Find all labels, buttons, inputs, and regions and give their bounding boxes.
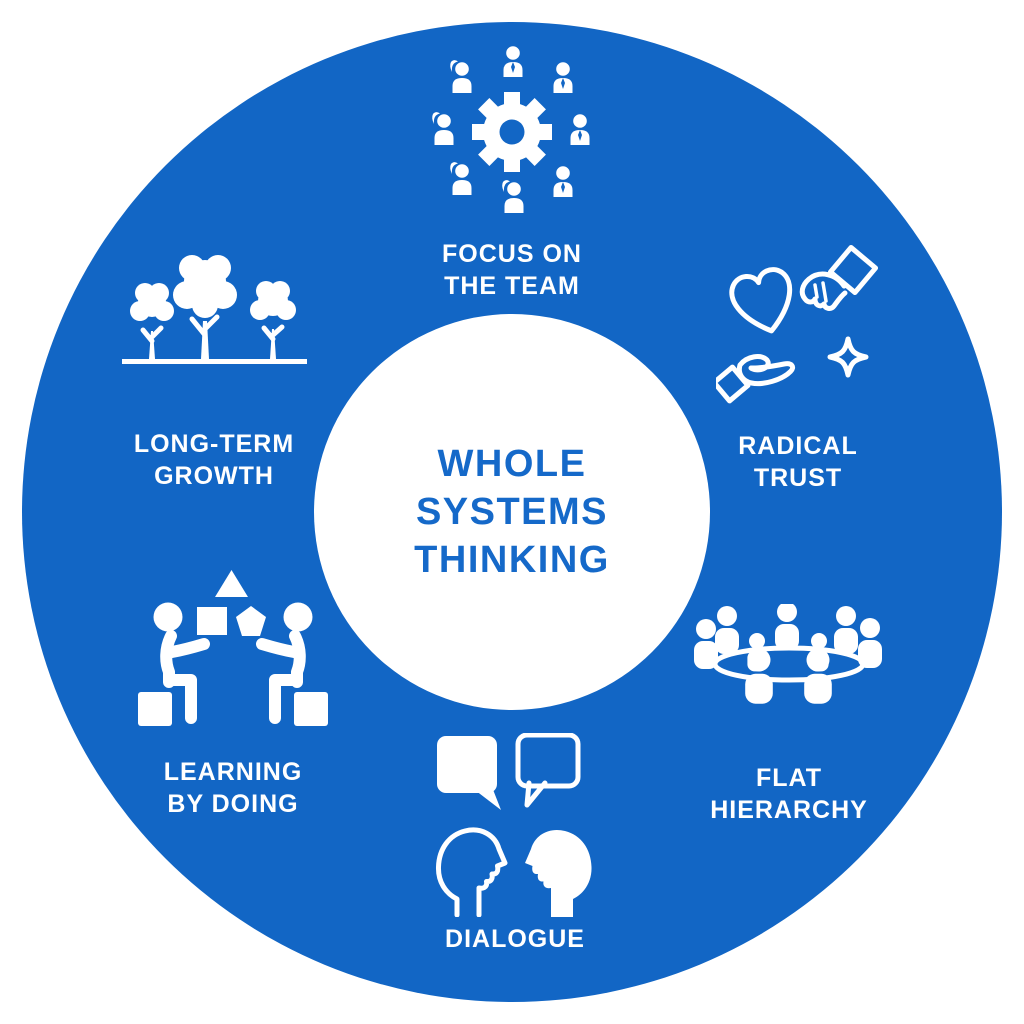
spoke-item-dialogue: DIALOGUE xyxy=(385,733,645,955)
center-circle: WHOLE SYSTEMS THINKING xyxy=(314,314,710,710)
growing-trees-icon xyxy=(121,255,307,364)
spoke-item-focus-on-the-team: FOCUS ON THE TEAM xyxy=(372,42,652,302)
spoke-item-flat-hierarchy: FLAT HIERARCHY xyxy=(664,604,914,826)
center-title: WHOLE SYSTEMS THINKING xyxy=(414,443,610,581)
spoke-label-long-term-growth: LONG-TERM GROWTH xyxy=(133,430,295,490)
spoke-item-learning-by-doing: LEARNING BY DOING xyxy=(93,568,373,820)
hand-giving-heart-icon xyxy=(716,244,879,404)
team-around-gear-icon xyxy=(432,46,590,213)
spoke-label-flat-hierarchy: FLAT HIERARCHY xyxy=(710,764,868,824)
spoke-label-dialogue: DIALOGUE xyxy=(445,925,585,953)
people-building-blocks-icon xyxy=(138,570,328,726)
people-round-table-icon xyxy=(694,604,882,704)
spoke-label-radical-trust: RADICAL TRUST xyxy=(738,432,858,492)
spoke-label-focus-on-the-team: FOCUS ON THE TEAM xyxy=(442,240,582,300)
spoke-item-long-term-growth: LONG-TERM GROWTH xyxy=(74,255,354,492)
spoke-item-radical-trust: RADICAL TRUST xyxy=(668,244,928,494)
spoke-label-learning-by-doing: LEARNING BY DOING xyxy=(163,758,303,818)
two-heads-speech-bubbles-icon xyxy=(435,733,592,917)
